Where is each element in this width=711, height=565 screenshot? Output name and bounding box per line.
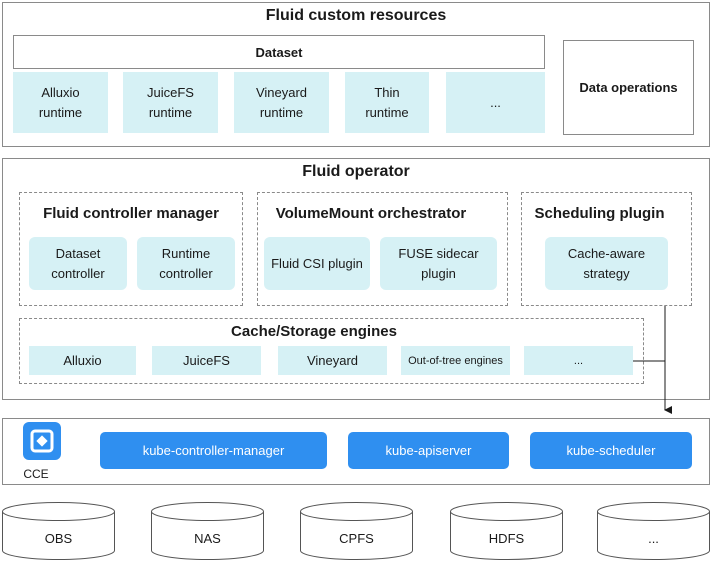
controller-manager-title: Fluid controller manager <box>43 204 219 222</box>
engine-out-of-tree: Out-of-tree engines <box>401 346 510 375</box>
fuse-sidecar-plugin: FUSE sidecar plugin <box>380 237 497 290</box>
storage-label: CPFS <box>339 530 374 546</box>
kube-scheduler: kube-scheduler <box>530 432 692 469</box>
kube-controller-manager: kube-controller-manager <box>100 432 327 469</box>
engine-juicefs: JuiceFS <box>152 346 261 375</box>
cce-label: CCE <box>23 467 49 481</box>
cce-logo-icon <box>23 422 61 460</box>
runtime-juicefs: JuiceFS runtime <box>123 72 218 133</box>
cylinder-shape <box>597 502 710 560</box>
fluid-operator-title: Fluid operator <box>302 163 410 180</box>
cylinder-shape <box>450 502 563 560</box>
storage-hdfs: HDFS <box>450 502 563 560</box>
runtime-controller: Runtime controller <box>137 237 235 290</box>
runtime-more: ... <box>446 72 545 133</box>
storage-cpfs: CPFS <box>300 502 413 560</box>
storage-label: NAS <box>194 530 221 546</box>
kube-apiserver: kube-apiserver <box>348 432 509 469</box>
fluid-custom-resources-title: Fluid custom resources <box>265 7 447 24</box>
storage-obs: OBS <box>2 502 115 560</box>
engines-title: Cache/Storage engines <box>231 322 397 340</box>
volumemount-title: VolumeMount orchestrator <box>275 204 467 222</box>
data-operations-box: Data operations <box>563 40 694 135</box>
storage-label: ... <box>648 530 659 546</box>
engine-alluxio: Alluxio <box>29 346 136 375</box>
scheduling-title: Scheduling plugin <box>534 204 665 222</box>
fluid-csi-plugin: Fluid CSI plugin <box>264 237 370 290</box>
engine-more: ... <box>524 346 633 375</box>
runtime-thin: Thin runtime <box>345 72 429 133</box>
storage-label: HDFS <box>488 530 525 546</box>
dataset-box: Dataset <box>13 35 545 69</box>
storage-label: OBS <box>44 530 73 546</box>
runtime-vineyard: Vineyard runtime <box>234 72 329 133</box>
engine-vineyard: Vineyard <box>278 346 387 375</box>
dataset-controller: Dataset controller <box>29 237 127 290</box>
cylinder-shape <box>300 502 413 560</box>
storage-nas: NAS <box>151 502 264 560</box>
storage-more: ... <box>597 502 710 560</box>
cache-aware-strategy: Cache-aware strategy <box>545 237 668 290</box>
cylinder-shape <box>2 502 115 560</box>
runtime-alluxio: Alluxio runtime <box>13 72 108 133</box>
cylinder-shape <box>151 502 264 560</box>
